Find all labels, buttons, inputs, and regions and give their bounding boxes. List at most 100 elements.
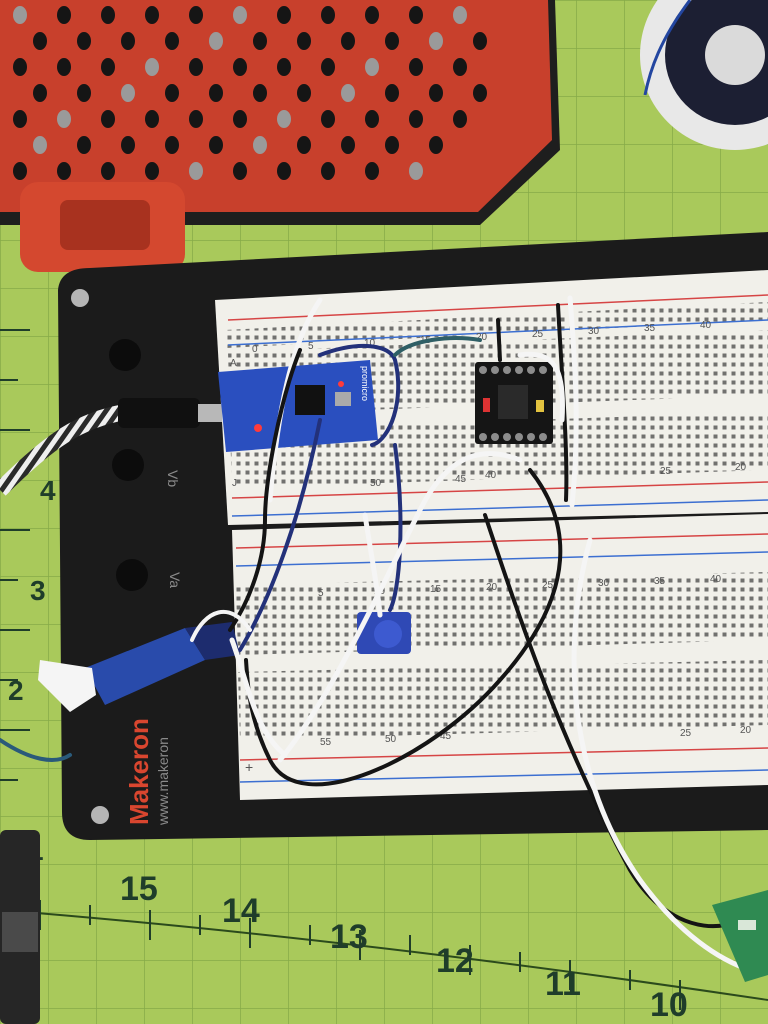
screwdriver-bit bbox=[341, 84, 355, 102]
screwdriver-bit bbox=[385, 136, 399, 154]
screwdriver-bit bbox=[121, 84, 135, 102]
mat-guide-line bbox=[0, 909, 768, 1001]
jumper-wires bbox=[0, 295, 753, 973]
breadboard-mirror-number-upper: 25 bbox=[660, 466, 672, 477]
screwdriver-bit bbox=[321, 6, 335, 24]
screwdriver-bit bbox=[341, 32, 355, 50]
header-pin bbox=[527, 433, 535, 441]
screwdriver-bit bbox=[145, 110, 159, 128]
header-pin bbox=[491, 366, 499, 374]
screwdriver-bit bbox=[77, 136, 91, 154]
screwdriver-bit bbox=[453, 6, 467, 24]
plate-label-vb: Vb bbox=[165, 470, 181, 487]
screwdriver-bit bbox=[57, 58, 71, 76]
row-letter-a: A bbox=[230, 358, 237, 369]
black-tool-cap bbox=[2, 912, 38, 952]
header-pin bbox=[479, 366, 487, 374]
usb-connector bbox=[198, 404, 222, 422]
screwdriver-bit bbox=[277, 162, 291, 180]
breadboard-mirror-number-lower: 50 bbox=[385, 734, 397, 745]
ruler-ticks-bottom bbox=[39, 900, 681, 1010]
screwdriver-bit bbox=[101, 58, 115, 76]
screwdriver-bit bbox=[101, 6, 115, 24]
screwdriver-bit bbox=[429, 84, 443, 102]
breadboard-bottom-column-number: 25 bbox=[542, 580, 554, 591]
ruler-number-15: 15 bbox=[120, 870, 158, 908]
screwdriver-bit bbox=[409, 162, 423, 180]
screwdriver-bit bbox=[297, 84, 311, 102]
screwdriver-bit bbox=[189, 58, 203, 76]
screwdriver-bit bbox=[385, 32, 399, 50]
screwdriver-bit bbox=[57, 6, 71, 24]
breadboard-top-column-number: 30 bbox=[588, 326, 600, 337]
screwdriver-bit bbox=[453, 58, 467, 76]
ruler-number-14: 14 bbox=[222, 892, 260, 930]
header-pin bbox=[539, 366, 547, 374]
screwdriver-bit bbox=[365, 6, 379, 24]
screwdriver-bits bbox=[13, 6, 487, 180]
screwdriver-bit bbox=[13, 110, 27, 128]
header-pin bbox=[491, 433, 499, 441]
ruler-number-4: 4 bbox=[40, 475, 56, 506]
screwdriver-bit bbox=[321, 110, 335, 128]
breadboard-bottom-column-number: 35 bbox=[654, 576, 666, 587]
screwdriver-bit bbox=[253, 84, 267, 102]
screwdriver-bit bbox=[145, 162, 159, 180]
usb-plug bbox=[118, 398, 200, 428]
screwdriver-bit bbox=[253, 32, 267, 50]
header-pin bbox=[539, 433, 547, 441]
header-pin bbox=[515, 433, 523, 441]
breadboard-top-column-number: 0 bbox=[252, 344, 258, 355]
screwdriver-bit bbox=[297, 32, 311, 50]
plate-brand: Makeron bbox=[124, 718, 154, 825]
rail-plus-symbol: + bbox=[245, 759, 253, 775]
breadboard-bottom-column-number: 30 bbox=[598, 578, 610, 589]
screwdriver-bit bbox=[233, 162, 247, 180]
screwdriver-bit bbox=[77, 84, 91, 102]
screwdriver-bit bbox=[365, 162, 379, 180]
screwdriver-bit bbox=[233, 58, 247, 76]
screwdriver-bit bbox=[365, 110, 379, 128]
pro-micro-label: promicro bbox=[360, 366, 370, 401]
screwdriver-bit bbox=[209, 136, 223, 154]
screwdriver-bit bbox=[209, 32, 223, 50]
screwdriver-bit bbox=[277, 58, 291, 76]
screwdriver-bit bbox=[189, 162, 203, 180]
screwdriver-bit bbox=[253, 136, 267, 154]
screwdriver-bit bbox=[385, 84, 399, 102]
breadboard-mirror-number-upper: 45 bbox=[455, 474, 467, 485]
screwdriver-bit bbox=[209, 84, 223, 102]
pro-micro-board bbox=[218, 360, 378, 452]
screwdriver-bit bbox=[189, 6, 203, 24]
ruler-number-2: 2 bbox=[8, 675, 24, 706]
breadboard-top-column-number: 20 bbox=[476, 332, 488, 343]
screwdriver-bit bbox=[101, 162, 115, 180]
breadboard-bottom-column-number: 15 bbox=[430, 584, 442, 595]
breadboard-mirror-number-upper: 20 bbox=[735, 462, 747, 473]
ruler-number-10: 10 bbox=[650, 986, 688, 1024]
screwdriver-bit bbox=[429, 32, 443, 50]
screwdriver-bit bbox=[165, 32, 179, 50]
screwdriver-bit bbox=[57, 162, 71, 180]
screwdriver-bit bbox=[121, 32, 135, 50]
wire-spool bbox=[640, 0, 768, 150]
screwdriver-bit bbox=[189, 110, 203, 128]
header-pin bbox=[527, 366, 535, 374]
screwdriver-bit bbox=[453, 110, 467, 128]
breadboard-top-column-number: 10 bbox=[364, 338, 376, 349]
breadboard-mirror-number-upper: 50 bbox=[370, 478, 382, 489]
screwdriver-bit bbox=[321, 58, 335, 76]
driver-module-pins bbox=[479, 366, 547, 441]
breadboard-mirror-number-lower: 55 bbox=[320, 737, 332, 748]
screwdriver-bit bbox=[33, 32, 47, 50]
breadboard-bottom-column-number: 5 bbox=[318, 588, 324, 599]
ruler-number-12: 12 bbox=[436, 942, 474, 980]
header-pin bbox=[515, 366, 523, 374]
breadboard-bottom-column-number: 40 bbox=[710, 574, 722, 585]
screwdriver-bit bbox=[429, 136, 443, 154]
ruler-number-11: 11 bbox=[545, 965, 581, 1003]
screwdriver-bit bbox=[277, 6, 291, 24]
screwdriver-bit bbox=[321, 162, 335, 180]
breadboard-mirror-number-lower: 25 bbox=[680, 728, 692, 739]
